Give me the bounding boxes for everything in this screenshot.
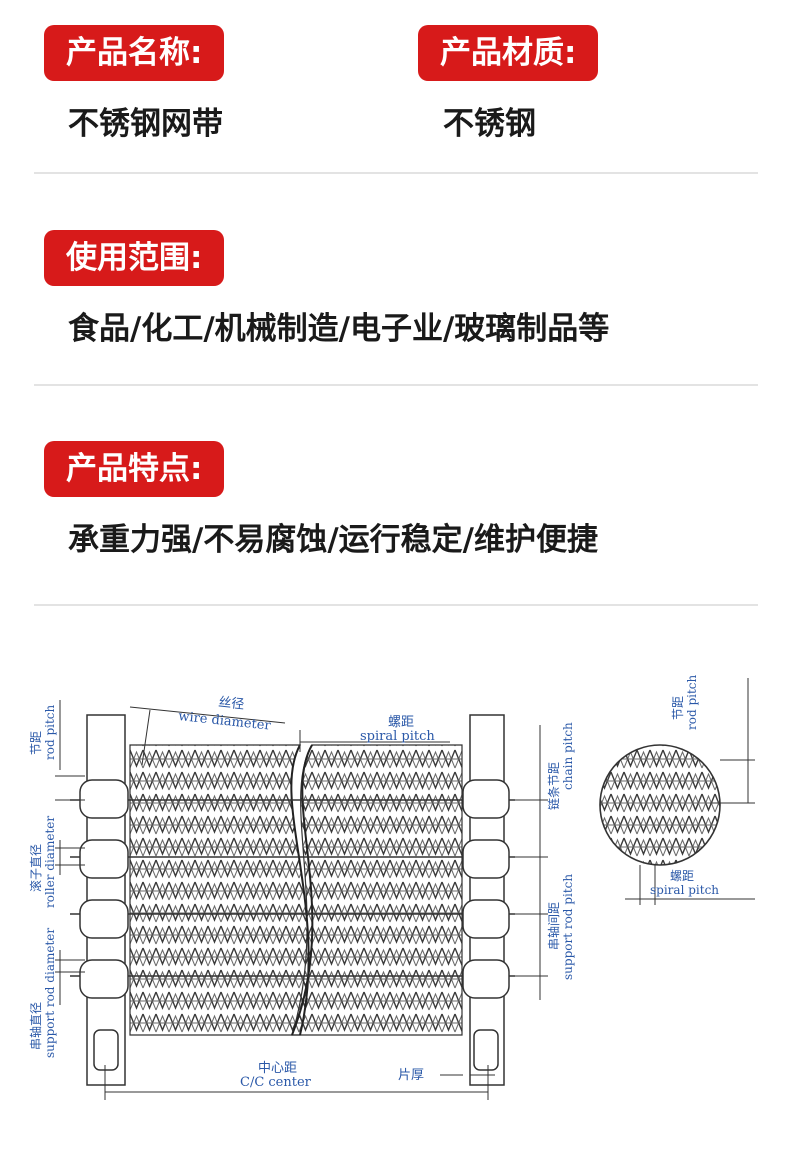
mesh-belt-technical-diagram: 丝径 wire diameter 螺距 spiral pitch 节距 rod … — [28, 674, 755, 1100]
wire-diameter-cn: 丝径 — [218, 695, 245, 713]
left-chain — [79, 714, 129, 1086]
product-name-value: 不锈钢网带 — [68, 106, 223, 142]
wire-diameter-en: wire diameter — [178, 709, 273, 734]
divider-3 — [34, 604, 758, 606]
detail-spiral-pitch-cn: 螺距 — [670, 869, 694, 883]
mesh-left-panel — [129, 744, 310, 1036]
product-material-value: 不锈钢 — [443, 106, 536, 142]
product-material-badge: 产品材质: — [418, 25, 599, 81]
support-rods — [70, 799, 515, 977]
cc-center-en: C/C center — [240, 1075, 312, 1090]
rod-pitch-en: rod pitch — [43, 704, 57, 760]
plate-thickness-cn: 片厚 — [398, 1068, 424, 1083]
product-features-value: 承重力强/不易腐蚀/运行稳定/维护便捷 — [68, 522, 598, 558]
product-features-label: 产品特点: — [66, 451, 203, 487]
support-rod-spacing-en: support rod pitch — [561, 874, 575, 980]
divider-2 — [34, 384, 758, 386]
cc-center-cn: 中心距 — [258, 1061, 297, 1076]
mesh-belt-body — [129, 744, 463, 1036]
product-name-badge: 产品名称: — [44, 25, 225, 81]
support-rod-diameter-cn: 串轴直径 — [28, 1002, 43, 1050]
usage-scope-label: 使用范围: — [66, 240, 203, 276]
detail-rod-pitch-en: rod pitch — [685, 674, 699, 730]
break-line-left — [290, 744, 310, 1036]
divider-1 — [34, 172, 758, 174]
roller-diameter-cn: 滚子直径 — [28, 844, 43, 892]
right-chain — [462, 714, 510, 1086]
mesh-right-panel — [291, 744, 463, 1036]
spiral-pitch-en: spiral pitch — [360, 729, 435, 744]
top-dimension-lines — [129, 706, 450, 766]
roller-diameter-en: roller diameter — [43, 816, 57, 908]
product-material-label: 产品材质: — [440, 35, 577, 71]
right-dimension-lines — [510, 725, 548, 1000]
usage-scope-value: 食品/化工/机械制造/电子业/玻璃制品等 — [68, 311, 610, 347]
support-rod-diameter-en: support rod diameter — [43, 928, 57, 1058]
product-name-label: 产品名称: — [66, 35, 203, 71]
spiral-pitch-cn: 螺距 — [388, 715, 414, 730]
rod-pitch-cn: 节距 — [29, 731, 43, 755]
support-rod-spacing-cn: 串轴间距 — [546, 902, 561, 950]
left-dimension-lines — [55, 700, 85, 1005]
detail-spiral-pitch-en: spiral pitch — [650, 883, 719, 897]
break-line-right — [291, 744, 314, 1036]
detail-rod-pitch-cn: 节距 — [671, 696, 685, 720]
chain-pitch-cn: 链条节距 — [546, 762, 561, 810]
usage-scope-badge: 使用范围: — [44, 230, 225, 286]
chain-pitch-en: chain pitch — [561, 722, 575, 790]
bottom-dimension-lines — [104, 1065, 495, 1100]
product-features-badge: 产品特点: — [44, 441, 225, 497]
mesh-detail-view — [599, 678, 755, 905]
